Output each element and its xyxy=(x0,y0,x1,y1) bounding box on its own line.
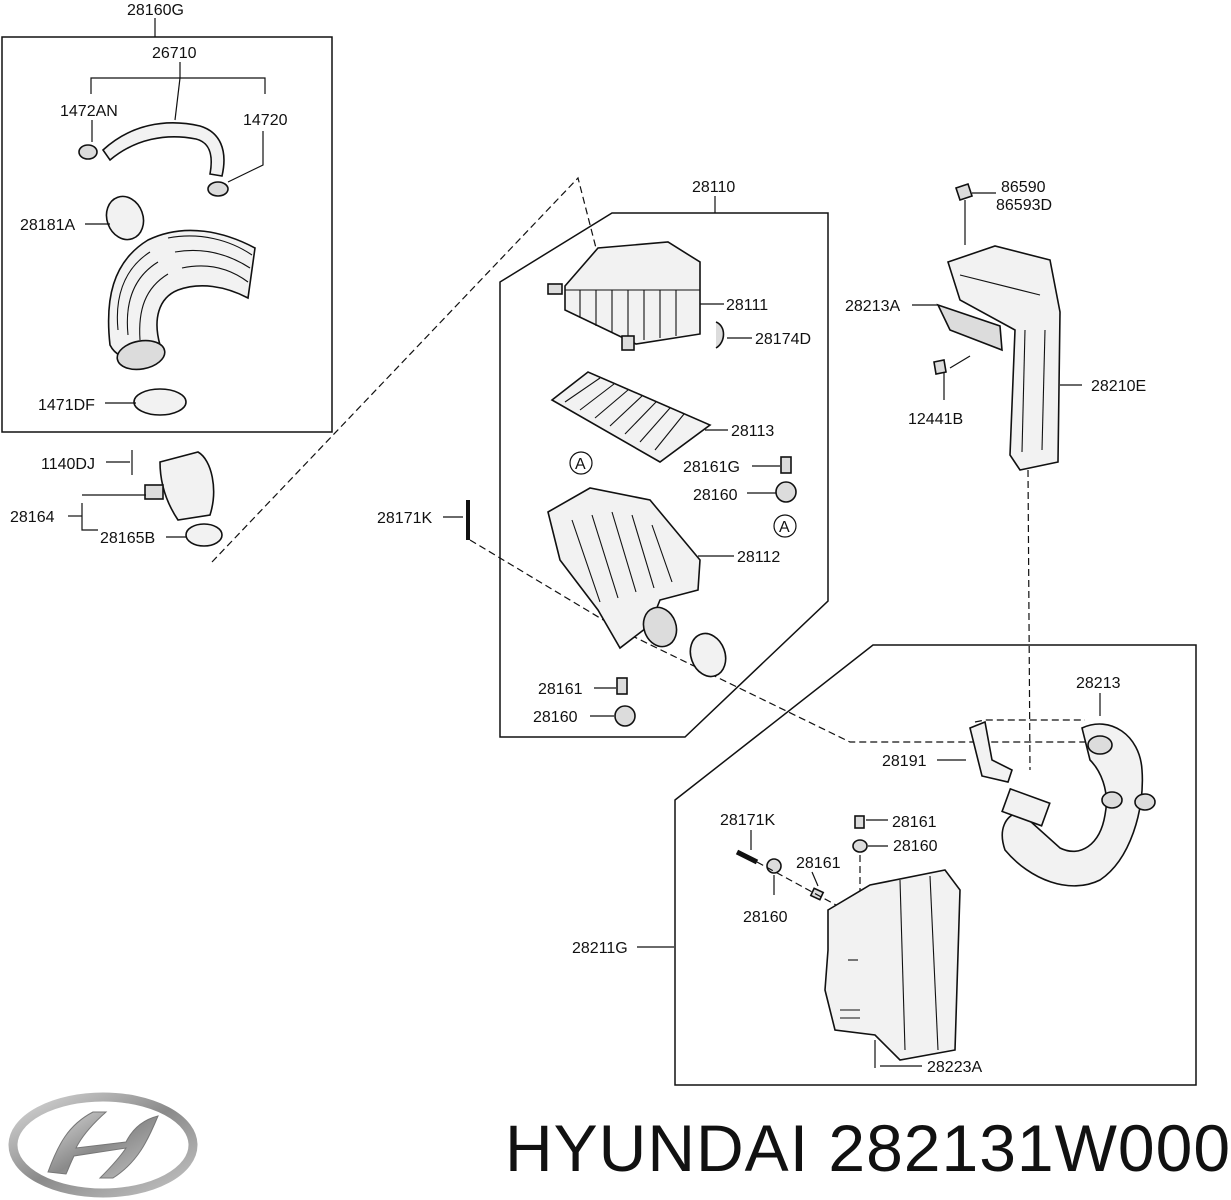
resonator-28211G xyxy=(824,869,961,1061)
label-28213: 28213 xyxy=(1076,675,1121,692)
hose-28191 xyxy=(969,720,1013,783)
label-28160G: 28160G xyxy=(127,2,184,19)
label-A-right: A xyxy=(779,519,790,536)
label-28161-right-mid: 28161 xyxy=(796,855,841,872)
intake-hose xyxy=(107,229,256,360)
bracket-28213A xyxy=(936,303,1003,352)
label-14720: 14720 xyxy=(243,112,288,129)
hose-28213 xyxy=(1001,723,1144,887)
label-28213A: 28213A xyxy=(845,298,900,315)
air-cleaner-lower-case xyxy=(547,487,701,650)
label-28160-mid-top: 28160 xyxy=(693,487,738,504)
label-28210E: 28210E xyxy=(1091,378,1146,395)
label-86590: 86590 xyxy=(1001,179,1046,196)
clip-28174D xyxy=(715,321,725,349)
group-box-28211G xyxy=(674,644,1197,1086)
parts-diagram: 28160G 26710 1472AN 14720 28181A 1471DF … xyxy=(1,2,1197,1086)
bolt-86590 xyxy=(954,182,974,202)
group-box-28160G xyxy=(1,36,333,433)
label-28161-right-top: 28161 xyxy=(892,814,937,831)
duct-seal-ring xyxy=(689,632,727,678)
label-26710: 26710 xyxy=(152,45,197,62)
label-28211G: 28211G xyxy=(572,940,628,957)
hose-clamp-1471DF xyxy=(133,388,187,416)
label-28160-right-top: 28160 xyxy=(893,838,938,855)
label-28164: 28164 xyxy=(10,509,55,526)
label-1471DF: 1471DF xyxy=(38,397,95,414)
bolt-12441B xyxy=(933,359,947,375)
label-28161G: 28161G xyxy=(683,459,740,476)
label-28165B: 28165B xyxy=(100,530,155,547)
breather-hose xyxy=(101,122,225,177)
group-box-28110 xyxy=(499,212,829,738)
label-28174D: 28174D xyxy=(755,331,811,348)
gasket-28165B xyxy=(185,523,223,547)
part-number: 282131W000 xyxy=(828,1111,1231,1185)
label-28223A: 28223A xyxy=(927,1059,982,1076)
label-28161-mid: 28161 xyxy=(538,681,583,698)
label-28181A: 28181A xyxy=(20,217,75,234)
brand-name: HYUNDAI xyxy=(505,1111,810,1185)
label-28160-mid-bottom: 28160 xyxy=(533,709,578,726)
label-28112: 28112 xyxy=(737,549,780,566)
label-A-left: A xyxy=(575,456,586,473)
hose-clamp-28181A xyxy=(105,195,145,241)
label-12441B: 12441B xyxy=(908,411,963,428)
air-filter-element xyxy=(550,371,712,463)
label-86593D: 86593D xyxy=(996,197,1052,214)
label-28113: 28113 xyxy=(731,423,774,440)
label-1472AN: 1472AN xyxy=(60,103,118,120)
brand-title: HYUNDAI 282131W000 xyxy=(505,1110,1231,1186)
label-28160-right-mid: 28160 xyxy=(743,909,788,926)
label-1140DJ: 1140DJ xyxy=(41,456,95,473)
label-28191: 28191 xyxy=(882,753,927,770)
label-28171K-right: 28171K xyxy=(720,812,775,829)
air-duct-28210E xyxy=(947,245,1061,471)
label-28110: 28110 xyxy=(692,179,735,196)
label-28111: 28111 xyxy=(726,297,768,314)
air-cleaner-cover xyxy=(564,241,701,345)
air-flow-sensor xyxy=(159,451,215,521)
hyundai-logo-icon xyxy=(8,1092,198,1198)
label-28171K-mid: 28171K xyxy=(377,510,432,527)
